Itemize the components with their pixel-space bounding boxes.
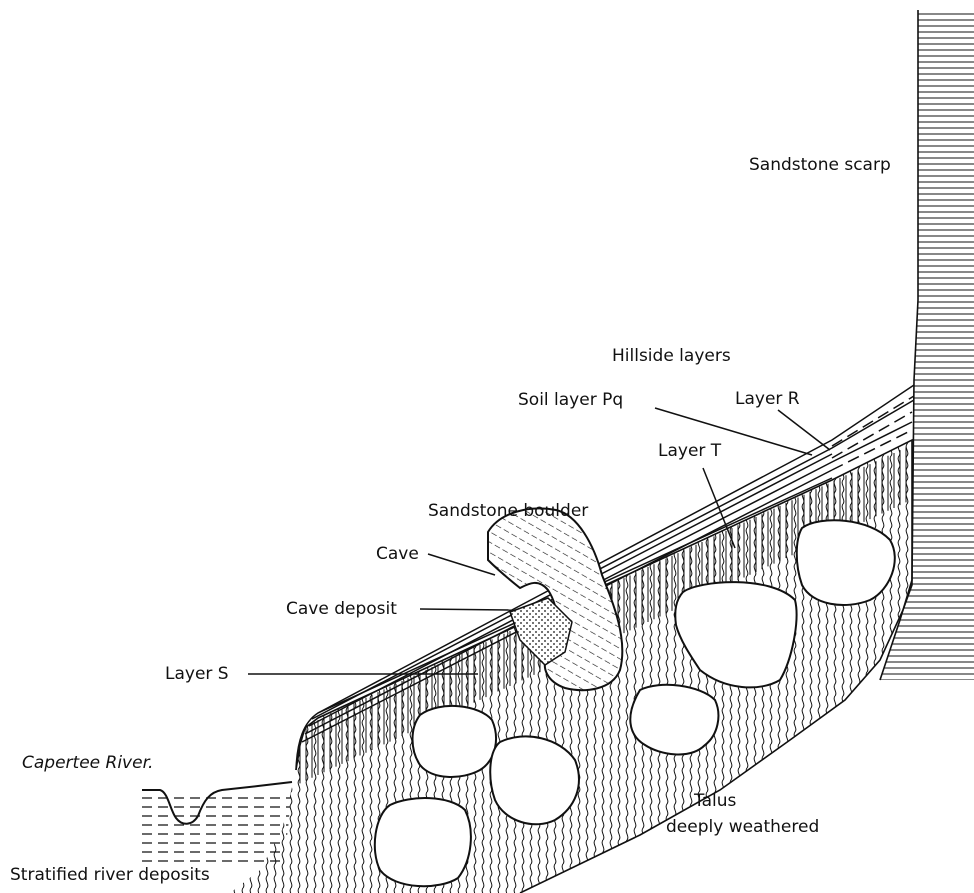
talus-boulder (490, 736, 579, 824)
label-hillside-layers: Hillside layers (612, 346, 731, 366)
label-capertee-river: Capertee River. (22, 753, 153, 773)
talus-boulder (413, 706, 497, 777)
label-soil-layer-pq: Soil layer Pq (518, 390, 623, 410)
label-sandstone-scarp: Sandstone scarp (749, 155, 891, 175)
label-cave-deposit: Cave deposit (286, 599, 397, 619)
label-layer-t: Layer T (658, 441, 722, 461)
talus-boulder (797, 520, 895, 605)
talus-boulder (630, 685, 718, 755)
label-stratified-river-deposits: Stratified river deposits (10, 865, 210, 885)
talus-boulder (375, 798, 471, 886)
label-deeply-weathered: deeply weathered (666, 817, 819, 837)
leader-cave (428, 554, 495, 575)
label-cave: Cave (376, 544, 419, 564)
label-layer-s: Layer S (165, 664, 229, 684)
label-talus: Talus (693, 791, 736, 811)
leader-cave-deposit (420, 609, 512, 610)
leader-layer-r (778, 410, 830, 450)
label-sandstone-boulder: Sandstone boulder (428, 501, 588, 521)
label-layer-r: Layer R (735, 389, 800, 409)
